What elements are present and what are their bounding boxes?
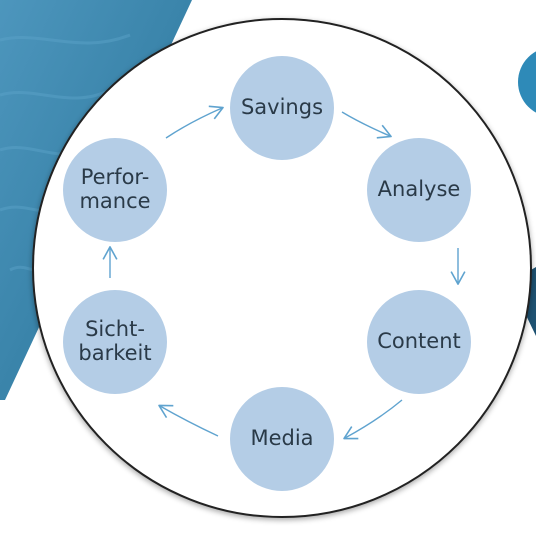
node-circle-sichtbarkeit	[63, 290, 167, 394]
arrow-media-to-sichtbarkeit	[158, 404, 219, 437]
node-circle-content	[367, 290, 471, 394]
node-circle-savings	[230, 56, 334, 160]
accent-blue-circle	[518, 51, 536, 113]
water-texture	[0, 33, 131, 272]
arrow-performance-to-savings	[165, 105, 224, 139]
node-circle-performance	[63, 138, 167, 242]
arrow-content-to-media	[343, 399, 403, 440]
node-savings-label: Savings	[240, 95, 324, 120]
node-analyse-label: Analyse	[377, 177, 461, 202]
arrow-savings-to-analyse	[341, 111, 392, 139]
node-circle-media	[230, 387, 334, 491]
node-media-label: Media	[250, 426, 314, 451]
node-sichtbarkeit-label: Sicht- barkeit	[78, 317, 152, 365]
node-performance-label: Perfor- mance	[79, 165, 151, 213]
node-circle-analyse	[367, 138, 471, 242]
node-content-label: Content	[377, 329, 461, 354]
